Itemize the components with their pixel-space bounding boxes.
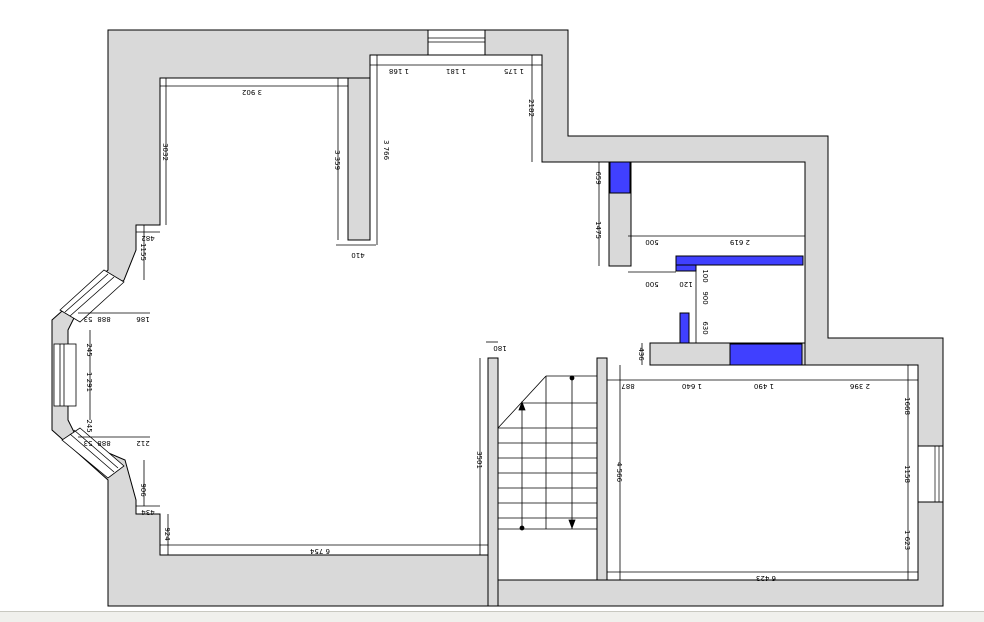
dim-3902: 3 902 <box>242 88 262 96</box>
dim-1158: 1158 <box>903 465 911 483</box>
dim-888b: 888 <box>97 439 110 447</box>
dim-500b: 500 <box>645 280 658 288</box>
dim-1175: 1 175 <box>504 67 524 75</box>
dim-500a: 500 <box>645 238 658 246</box>
dim-6423: 6 423 <box>756 574 776 582</box>
dim-186: 186 <box>136 315 150 323</box>
dim-3766: 3 766 <box>382 140 390 161</box>
dim-1475: 1475 <box>594 221 602 239</box>
dim-410: 410 <box>351 251 364 259</box>
dim-3032: 3032 <box>161 143 169 161</box>
dim-2396: 2 396 <box>849 382 870 390</box>
interior-wall-stair-left <box>487 357 499 607</box>
dim-1291: 1 291 <box>85 372 93 392</box>
dim-434: 434 <box>141 508 155 516</box>
dim-1155: 1155 <box>139 243 147 261</box>
dim-659: 659 <box>594 171 602 184</box>
interior-wall-stair-right <box>596 357 608 581</box>
dim-924: 924 <box>163 527 171 541</box>
dim-4566: 4 566 <box>615 462 623 483</box>
dim-6754: 6 754 <box>309 547 330 555</box>
dim-1181: 1 181 <box>446 67 466 75</box>
dim-482: 482 <box>141 234 154 242</box>
top-window <box>427 29 486 56</box>
dim-180: 180 <box>493 344 506 352</box>
blue-block-2 <box>675 255 804 266</box>
dim-53a: 53 <box>84 315 93 323</box>
dim-212: 212 <box>136 439 149 447</box>
dimension-lines <box>78 55 918 580</box>
dim-1640: 1 640 <box>682 382 702 390</box>
dim-3501: 3501 <box>475 451 483 469</box>
dim-887: 887 <box>621 382 634 390</box>
dim-245b: 245 <box>85 419 93 432</box>
bay-windows <box>53 269 125 479</box>
blue-block-3 <box>679 312 690 344</box>
blue-block-4 <box>729 343 803 366</box>
dim-100: 100 <box>701 269 709 282</box>
dim-906: 906 <box>139 483 147 497</box>
interior-wall-middle <box>347 77 371 241</box>
dim-245a: 245 <box>85 343 93 356</box>
blue-block-5 <box>675 264 697 272</box>
status-bar <box>0 611 984 622</box>
dim-2182: 2182 <box>527 99 535 117</box>
blue-block-1 <box>609 161 631 194</box>
dim-1168: 1 168 <box>389 67 409 75</box>
dim-1668: 1668 <box>903 397 911 415</box>
dim-2619: 2 619 <box>730 238 750 246</box>
dim-900: 900 <box>701 291 709 304</box>
dim-888a: 888 <box>97 315 110 323</box>
dim-53b: 53 <box>84 439 93 447</box>
dim-120: 120 <box>679 280 692 288</box>
dim-1623: 1 623 <box>903 530 911 550</box>
dim-1490: 1 490 <box>754 382 774 390</box>
dim-3359: 3 359 <box>333 150 341 170</box>
dim-436: 436 <box>637 347 645 361</box>
dim-630: 630 <box>701 321 709 334</box>
staircase <box>497 375 597 531</box>
